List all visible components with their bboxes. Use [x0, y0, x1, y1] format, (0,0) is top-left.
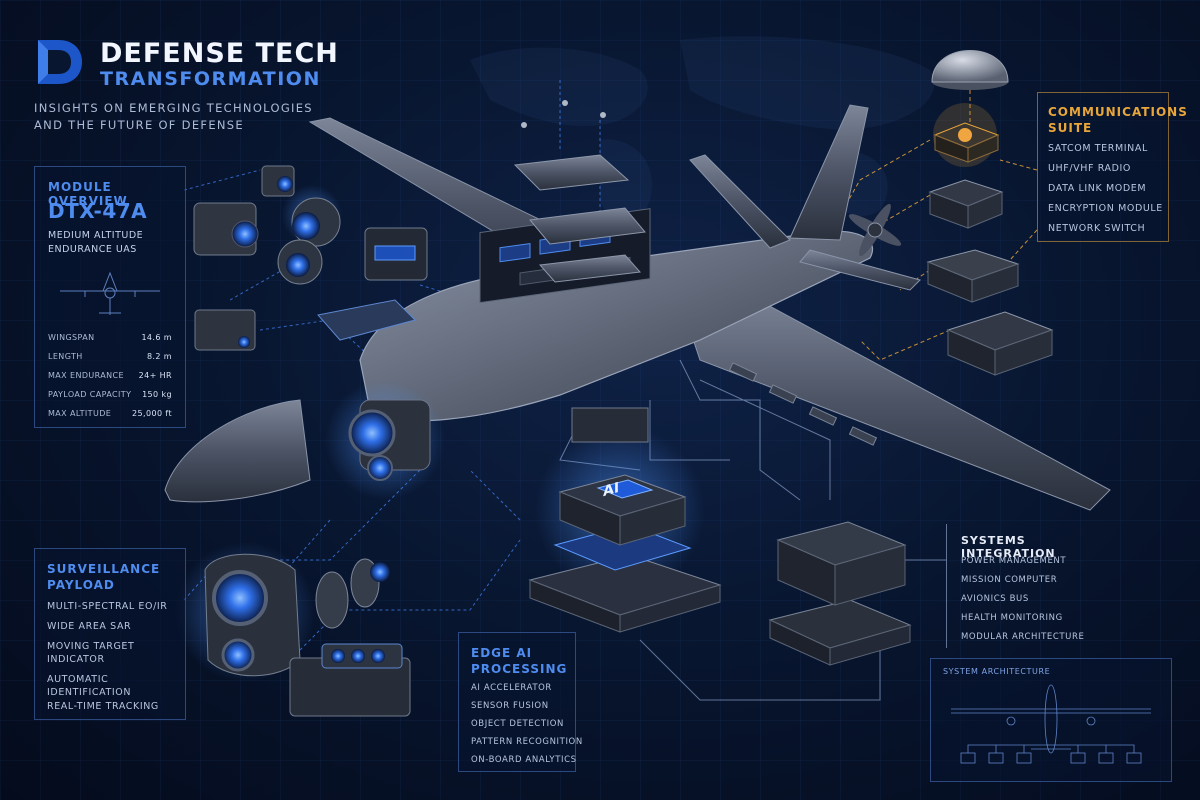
communications-title-line-1: COMMUNICATIONS — [1048, 105, 1188, 119]
propeller — [848, 203, 902, 257]
spec-value: 150 kg — [142, 390, 172, 399]
edge-ai-title: EDGE AI PROCESSING — [471, 645, 567, 677]
nose-cone — [164, 399, 311, 503]
communications-hardware — [926, 50, 1054, 376]
systems-item: HEALTH MONITORING — [961, 613, 1063, 623]
spec-value: 24+ HR — [138, 371, 172, 380]
spec-row-wingspan: WINGSPAN 14.6 m — [48, 333, 172, 342]
spec-row-length: LENGTH 8.2 m — [48, 352, 172, 361]
systems-item: MISSION COMPUTER — [961, 575, 1058, 585]
surveillance-item: IDENTIFICATION — [47, 687, 132, 698]
brand-title: DEFENSE TECH — [100, 38, 339, 69]
system-architecture-title: SYSTEM ARCHITECTURE — [943, 667, 1051, 676]
spec-value: 25,000 ft — [132, 409, 172, 418]
surveillance-payload-panel: SURVEILLANCE PAYLOAD MULTI-SPECTRAL EO/I… — [34, 548, 186, 720]
tagline: INSIGHTS ON EMERGING TECHNOLOGIES AND TH… — [34, 100, 313, 134]
comms-item: SATCOM TERMINAL — [1048, 143, 1148, 154]
tagline-line-2: AND THE FUTURE OF DEFENSE — [34, 118, 244, 132]
module-overview-panel: MODULE OVERVIEW DTX-47A MEDIUM ALTITUDE … — [34, 166, 186, 428]
surveillance-title: SURVEILLANCE PAYLOAD — [47, 561, 160, 593]
spec-label: LENGTH — [48, 352, 83, 361]
comms-item: NETWORK SWITCH — [1048, 223, 1146, 234]
comms-item: UHF/VHF RADIO — [1048, 163, 1131, 174]
nose-sensor-turret — [325, 380, 445, 500]
systems-integration-title: SYSTEMS INTEGRATION — [961, 534, 1056, 560]
vertical-tail — [789, 104, 869, 241]
spec-row-max-altitude: MAX ALTITUDE 25,000 ft — [48, 409, 172, 418]
surveillance-item: MULTI-SPECTRAL EO/IR — [47, 601, 168, 612]
aircraft-silhouette-icon — [60, 271, 160, 315]
surveillance-item: REAL-TIME TRACKING — [47, 701, 159, 712]
systems-item: MODULAR ARCHITECTURE — [961, 632, 1085, 642]
edge-ai-item: ON-BOARD ANALYTICS — [471, 755, 577, 765]
sensor-components-left — [193, 165, 428, 351]
spec-label: WINGSPAN — [48, 333, 95, 342]
brand-subtitle: TRANSFORMATION — [100, 68, 321, 90]
comms-item: DATA LINK MODEM — [1048, 183, 1147, 194]
surveillance-item: INDICATOR — [47, 654, 105, 665]
systems-integration-panel: SYSTEMS INTEGRATION POWER MANAGEMENT MIS… — [946, 524, 1097, 648]
edge-ai-item: AI ACCELERATOR — [471, 683, 552, 693]
tail-fin-left — [689, 154, 791, 249]
spec-label: MAX ENDURANCE — [48, 371, 124, 380]
access-panels — [513, 154, 646, 283]
edge-ai-processing-panel: EDGE AI PROCESSING AI ACCELERATOR SENSOR… — [458, 632, 582, 772]
surveillance-item: WIDE AREA SAR — [47, 621, 132, 632]
architecture-schematic — [951, 684, 1151, 764]
tagline-line-1: INSIGHTS ON EMERGING TECHNOLOGIES — [34, 101, 313, 115]
systems-item: POWER MANAGEMENT — [961, 556, 1067, 566]
model-number: DTX-47A — [48, 199, 148, 223]
spec-value: 14.6 m — [141, 333, 172, 342]
edge-ai-boards — [528, 425, 722, 633]
subtitle-line-2: ENDURANCE UAS — [48, 244, 137, 255]
surveillance-title-line-2: PAYLOAD — [47, 578, 115, 592]
surveillance-title-line-1: SURVEILLANCE — [47, 562, 161, 576]
edge-ai-item: SENSOR FUSION — [471, 701, 549, 711]
subtitle-line-1: MEDIUM ALTITUDE — [48, 230, 144, 241]
communications-suite-panel: COMMUNICATIONS SUITE SATCOM TERMINAL UHF… — [1037, 92, 1187, 242]
surveillance-item: AUTOMATIC — [47, 674, 109, 685]
model-subtitle: MEDIUM ALTITUDE ENDURANCE UAS — [48, 229, 143, 257]
edge-ai-item: OBJECT DETECTION — [471, 719, 564, 729]
edge-ai-item: PATTERN RECOGNITION — [471, 737, 583, 747]
system-architecture-panel: SYSTEM ARCHITECTURE — [930, 658, 1172, 782]
comms-item: ENCRYPTION MODULE — [1048, 203, 1163, 214]
systems-integration-hardware — [571, 407, 912, 666]
panel-screws — [521, 100, 606, 128]
world-map-backdrop — [470, 36, 935, 223]
communications-title: COMMUNICATIONS SUITE — [1048, 104, 1188, 136]
edge-ai-title-line-2: PROCESSING — [471, 662, 568, 676]
tail-fin-right — [799, 249, 921, 291]
systems-item: AVIONICS BUS — [961, 594, 1029, 604]
spec-value: 8.2 m — [146, 352, 172, 361]
spec-label: PAYLOAD CAPACITY — [48, 390, 132, 399]
wing-pylons — [728, 362, 878, 446]
spec-row-max-endurance: MAX ENDURANCE 24+ HR — [48, 371, 172, 380]
spec-row-payload-capacity: PAYLOAD CAPACITY 150 kg — [48, 390, 172, 399]
module-overview-title: MODULE OVERVIEW — [48, 180, 128, 208]
surveillance-payload-hardware — [175, 542, 411, 717]
spec-label: MAX ALTITUDE — [48, 409, 112, 418]
surveillance-item: MOVING TARGET — [47, 641, 135, 652]
communications-title-line-2: SUITE — [1048, 121, 1093, 135]
brand-logo-icon — [38, 40, 82, 84]
edge-ai-title-line-1: EDGE AI — [471, 646, 533, 660]
